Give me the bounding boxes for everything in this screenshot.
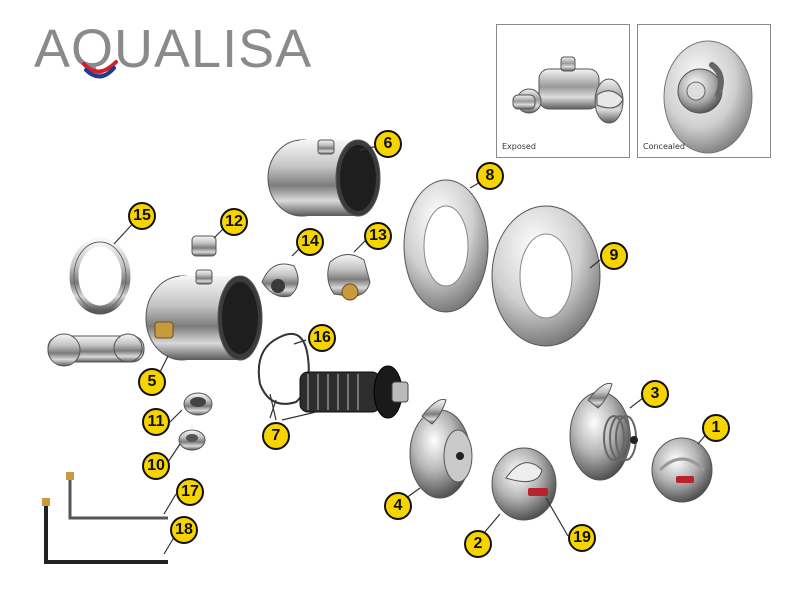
callout-11: 11 — [142, 408, 170, 436]
part-6-valve-body-upper — [267, 139, 381, 217]
part-15-retaining-ring — [69, 237, 131, 315]
part-13-elbow — [327, 254, 371, 301]
callout-8: 8 — [476, 162, 504, 190]
part-5-valve-body-lower — [145, 269, 263, 361]
aqualisa-logo: AQUALISA — [34, 14, 312, 84]
part-16-gasket — [257, 333, 310, 405]
callout-3: 3 — [641, 380, 669, 408]
callout-17: 17 — [176, 478, 204, 506]
callout-13: 13 — [364, 222, 392, 250]
exposed-valve-icon — [512, 56, 624, 124]
part-elbow-connector — [47, 333, 145, 367]
part-18-hex-key — [42, 498, 168, 564]
callout-5: 5 — [138, 368, 166, 396]
brand-name: AQUALISA — [34, 19, 313, 79]
part-12-nut — [191, 235, 217, 257]
callout-6: 6 — [374, 130, 402, 158]
callout-7: 7 — [262, 422, 290, 450]
callout-18: 18 — [170, 516, 198, 544]
callout-19: 19 — [568, 524, 596, 552]
callout-14: 14 — [296, 228, 324, 256]
part-11-nut — [183, 392, 213, 416]
concealed-valve-icon — [663, 40, 753, 154]
callout-1: 1 — [702, 414, 730, 442]
part-3-control-assembly — [569, 382, 638, 481]
part-14-bracket — [261, 263, 299, 298]
part-1-knob — [651, 437, 713, 503]
part-17-hex-key — [66, 472, 168, 520]
callout-9: 9 — [600, 242, 628, 270]
part-9-cover-plate — [491, 205, 601, 347]
part-2-lever-handle — [491, 447, 557, 521]
callout-15: 15 — [128, 202, 156, 230]
callout-16: 16 — [308, 324, 336, 352]
callout-10: 10 — [142, 452, 170, 480]
callout-4: 4 — [384, 492, 412, 520]
logo-swoosh-icon — [82, 60, 118, 79]
inset-exposed: Exposed — [496, 24, 630, 158]
callout-12: 12 — [220, 208, 248, 236]
inset-concealed-label: Concealed — [643, 142, 685, 151]
inset-exposed-label: Exposed — [502, 142, 536, 151]
inset-concealed: Concealed — [637, 24, 771, 158]
part-8-cover-plate — [403, 179, 489, 313]
callout-2: 2 — [464, 530, 492, 558]
part-10-cap — [178, 429, 206, 451]
part-7-cartridge — [299, 365, 409, 419]
part-4-control-head — [409, 398, 473, 499]
